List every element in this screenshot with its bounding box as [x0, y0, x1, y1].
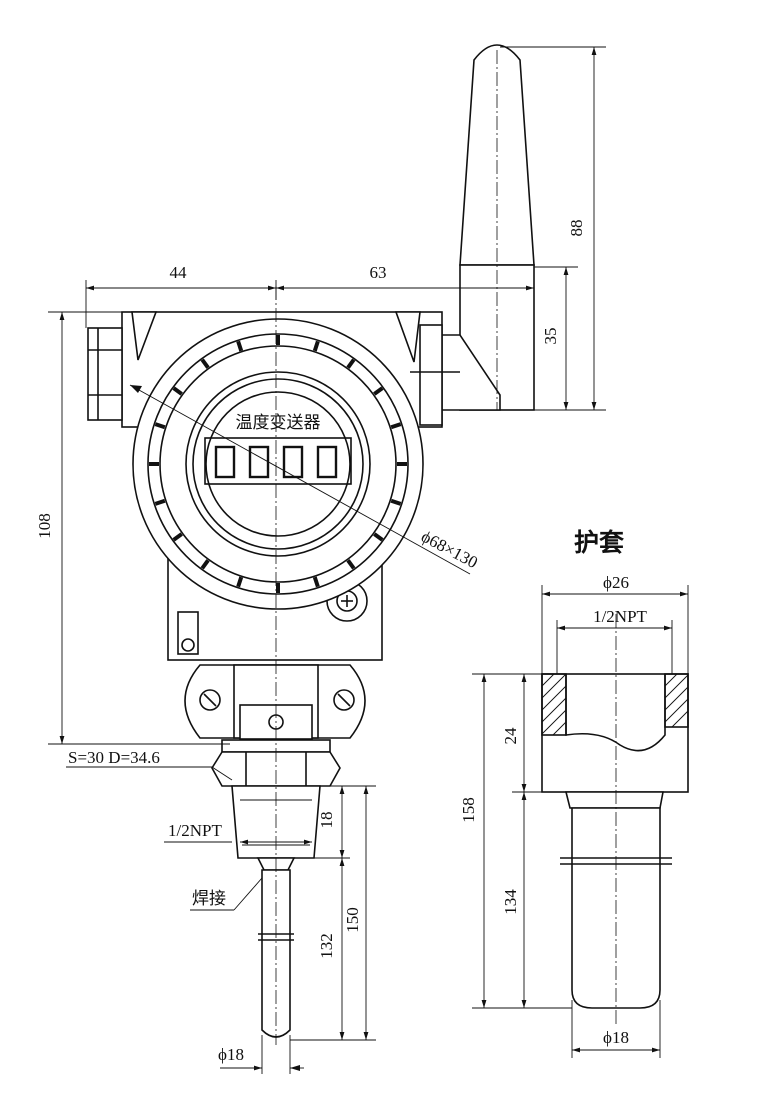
antenna: [439, 44, 535, 411]
neck-block: [184, 664, 366, 753]
dial-notch: [346, 559, 356, 570]
sheath-thread: 1/2NPT: [593, 607, 647, 626]
dim-width-left: 44: [170, 263, 188, 282]
dim-antenna-total: 88: [567, 220, 586, 237]
dial-notch: [154, 422, 166, 430]
dial-notch: [172, 532, 183, 542]
sheath-head-len: 24: [501, 727, 520, 745]
dim-height-total: 108: [35, 513, 54, 539]
dial-notch: [236, 576, 244, 588]
display-title: 温度变送器: [236, 413, 321, 433]
dim-housing-dia: ϕ68×130: [418, 527, 481, 572]
dim-antenna-base: 35: [541, 328, 560, 345]
dial-notch: [236, 340, 244, 352]
dial-notch: [172, 386, 183, 396]
hatching: [541, 673, 689, 736]
dim-hex: S=30 D=34.6: [68, 748, 160, 767]
sheath-tube-len: 134: [501, 889, 520, 915]
dim-probe-len: 132: [317, 933, 336, 959]
dim-total-len: 150: [343, 907, 362, 933]
dim-probe-dia: ϕ18: [218, 1045, 244, 1064]
dial-notch: [346, 358, 356, 369]
dial-notch: [373, 532, 384, 542]
dial-notch: [200, 358, 210, 369]
probe: [258, 286, 294, 1045]
sheath-tube-dia: ϕ18: [603, 1028, 629, 1047]
dial-notches: [149, 335, 407, 593]
sheath-outer-dia: ϕ26: [603, 573, 629, 592]
sheath: 护套 ϕ26: [459, 528, 689, 1058]
dial-notch: [373, 386, 384, 396]
dim-thread-len: 18: [317, 812, 336, 829]
label-weld: 焊接: [192, 889, 226, 909]
dial-notch: [390, 422, 402, 430]
dial-notch: [200, 559, 210, 570]
dial-notch: [312, 340, 320, 352]
dim-width-right: 63: [370, 263, 387, 282]
sheath-total-len: 158: [459, 797, 478, 823]
sheath-title: 护套: [574, 528, 625, 557]
dial: 温度变送器: [132, 318, 424, 610]
dim-thread: 1/2NPT: [168, 821, 222, 840]
dial-notch: [312, 576, 320, 588]
dial-notch: [390, 498, 402, 506]
dial-notch: [154, 498, 166, 506]
